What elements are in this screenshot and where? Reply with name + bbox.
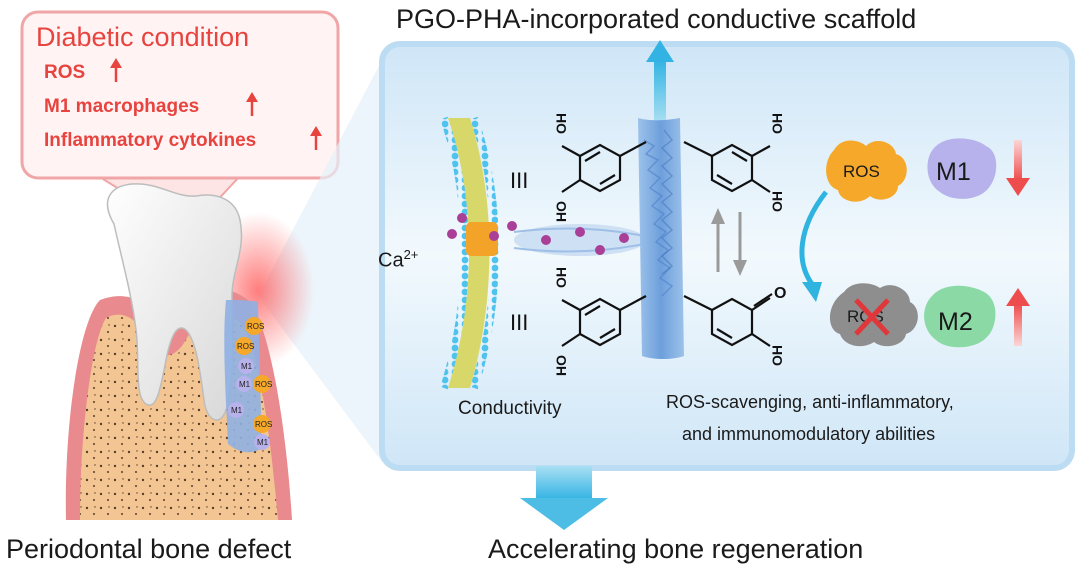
ion-charge: 2+ bbox=[403, 247, 419, 262]
tooth-label: M1 bbox=[241, 362, 253, 371]
cross-icon bbox=[854, 298, 890, 336]
decrease-arrow-icon bbox=[1006, 140, 1030, 196]
tooth-illustration bbox=[65, 183, 314, 520]
abilities-line: ROS-scavenging, anti-inflammatory, bbox=[666, 392, 954, 412]
conductivity-label: Conductivity bbox=[458, 398, 562, 419]
m1-marker bbox=[254, 434, 270, 450]
figure-title: PGO-PHA-incorporated conductive scaffold bbox=[396, 4, 917, 34]
chem-label-oh: OH bbox=[769, 191, 785, 212]
tooth-label: M1 bbox=[231, 406, 243, 415]
cell-membrane bbox=[440, 116, 499, 390]
ros-marker bbox=[235, 337, 253, 355]
chem-label-o: O bbox=[774, 285, 786, 302]
calcium-ion bbox=[575, 227, 585, 237]
chem-label-oh: OH bbox=[769, 345, 785, 366]
m2-macrophage-icon bbox=[924, 285, 996, 348]
diabetic-condition-title: Diabetic condition bbox=[36, 22, 250, 52]
ros-marker bbox=[245, 317, 263, 335]
calcium-ion bbox=[489, 231, 499, 241]
bond-label: III bbox=[510, 168, 528, 193]
abilities-line: and immunomodulatory abilities bbox=[682, 424, 936, 444]
curved-transition-arrow-icon bbox=[799, 190, 828, 302]
ros-marker bbox=[253, 375, 271, 393]
periodontal-defect-label: Periodontal bone defect bbox=[6, 534, 292, 564]
calcium-ion bbox=[595, 245, 605, 255]
ion-symbol: Ca bbox=[378, 249, 404, 272]
quinone-structure bbox=[683, 293, 773, 347]
m1-marker bbox=[238, 358, 254, 374]
tooth-label: ROS bbox=[237, 342, 254, 351]
scaffold-panel bbox=[379, 41, 1075, 471]
increase-arrow-icon bbox=[246, 92, 258, 116]
diabetic-item: Inflammatory cytokines bbox=[44, 130, 257, 151]
cyan-down-arrow-icon bbox=[520, 466, 608, 530]
cyan-up-arrow-icon bbox=[646, 40, 674, 122]
chem-label-oh: OH bbox=[553, 113, 569, 134]
calcium-ion bbox=[457, 213, 467, 223]
chem-label-oh: OH bbox=[769, 113, 785, 134]
calcium-ion bbox=[507, 221, 517, 231]
catechol-structure bbox=[683, 141, 771, 193]
tooth-label: ROS bbox=[247, 322, 264, 331]
catechol-structure bbox=[561, 141, 647, 193]
bond-label: III bbox=[510, 310, 528, 335]
calcium-ion bbox=[619, 233, 629, 243]
calcium-ion bbox=[541, 235, 551, 245]
redox-equilibrium-arrows-icon bbox=[711, 208, 747, 276]
calcium-ion bbox=[447, 229, 457, 239]
bone-regeneration-label: Accelerating bone regeneration bbox=[488, 534, 864, 564]
m1-macrophage-icon bbox=[927, 138, 997, 199]
tooth-label: M1 bbox=[257, 438, 269, 447]
zoom-cone bbox=[258, 60, 382, 462]
ros-label: ROS bbox=[843, 162, 880, 181]
chem-label-oh: OH bbox=[553, 267, 569, 288]
chem-label-ho: HO bbox=[553, 201, 569, 222]
ros-blob-icon bbox=[826, 140, 907, 202]
diabetic-item: ROS bbox=[44, 62, 86, 83]
ros-marker bbox=[253, 415, 271, 433]
increase-arrow-icon bbox=[310, 126, 322, 150]
tooth-label: ROS bbox=[255, 380, 272, 389]
m1-marker bbox=[236, 376, 252, 392]
increase-arrow-icon bbox=[1006, 288, 1030, 346]
scaffold-fiber bbox=[638, 118, 684, 359]
tooth-label: ROS bbox=[255, 420, 272, 429]
m2-label: M2 bbox=[938, 308, 973, 336]
chem-label-ho: HO bbox=[553, 355, 569, 376]
m1-marker bbox=[228, 402, 244, 418]
calcium-ion-label: Ca2+ bbox=[378, 247, 418, 273]
m1-label: M1 bbox=[936, 158, 971, 186]
increase-arrow-icon bbox=[110, 58, 122, 82]
diabetic-item: M1 macrophages bbox=[44, 96, 200, 117]
tooth-label: M1 bbox=[239, 380, 251, 389]
catechol-structure bbox=[561, 295, 647, 347]
